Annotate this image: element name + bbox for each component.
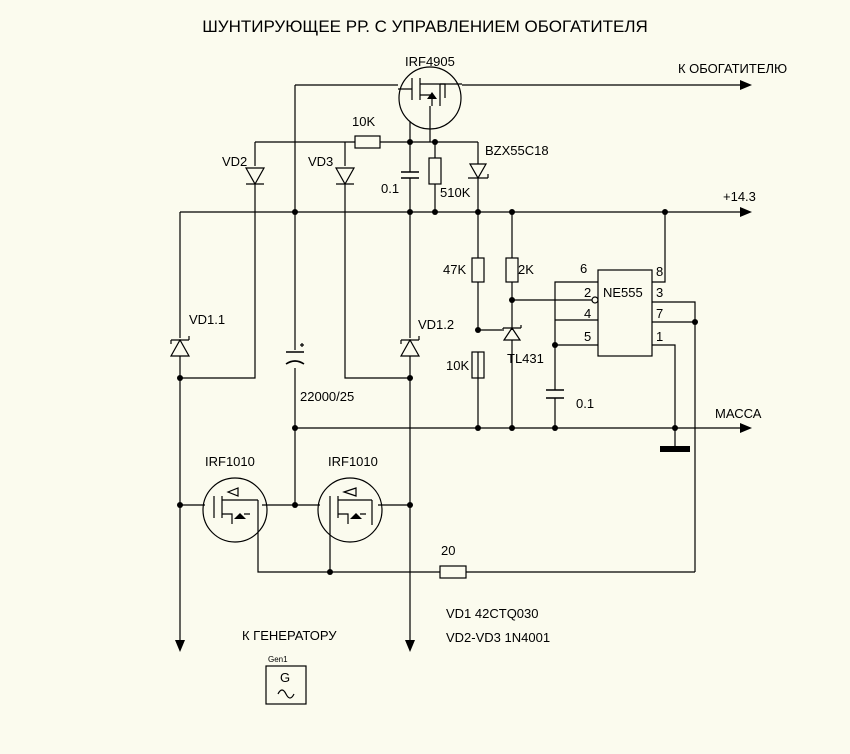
label-vd1-1: VD1.1 xyxy=(189,312,225,327)
label-pin7: 7 xyxy=(656,306,663,321)
wires xyxy=(175,80,752,652)
label-r-20: 20 xyxy=(441,543,455,558)
diode-vd1-2 xyxy=(399,336,421,357)
capacitor-01-bottom xyxy=(546,389,564,399)
label-out-exciter: К ОБОГАТИТЕЛЮ xyxy=(678,61,787,76)
label-vd3: VD3 xyxy=(308,154,333,169)
label-zener: BZX55C18 xyxy=(485,143,549,158)
mosfet-irf4905 xyxy=(398,66,462,130)
label-pin8: 8 xyxy=(656,264,663,279)
label-r-10k-bottom: 10K xyxy=(446,358,469,373)
schematic-title: ШУНТИРУЮЩЕЕ РР. С УПРАВЛЕНИЕМ ОБОГАТИТЕЛ… xyxy=(202,17,648,36)
junctions xyxy=(177,139,698,575)
mosfet-irf1010-left xyxy=(202,477,268,543)
label-pin6: 6 xyxy=(580,261,587,276)
label-vd1-2: VD1.2 xyxy=(418,317,454,332)
label-pin4: 4 xyxy=(584,306,591,321)
label-pin5: 5 xyxy=(584,329,591,344)
label-tl431: TL431 xyxy=(507,351,544,366)
label-pin3: 3 xyxy=(656,285,663,300)
label-c-01-top: 0.1 xyxy=(381,181,399,196)
label-r-47k: 47K xyxy=(443,262,466,277)
label-irf1010-right: IRF1010 xyxy=(328,454,378,469)
note-vd2-vd3: VD2-VD3 1N4001 xyxy=(446,630,550,645)
label-r-510k: 510K xyxy=(440,185,471,200)
resistor-510k xyxy=(428,157,442,185)
label-r-2k: 2K xyxy=(518,262,534,277)
resistor-20 xyxy=(439,565,467,579)
note-vd1: VD1 42CTQ030 xyxy=(446,606,539,621)
label-irf1010-left: IRF1010 xyxy=(205,454,255,469)
label-rail-plus: +14.3 xyxy=(723,189,756,204)
label-irf4905: IRF4905 xyxy=(405,54,455,69)
generator-symbol xyxy=(265,665,307,705)
ic-ne555 xyxy=(591,269,653,357)
label-c-big: 22000/25 xyxy=(300,389,354,404)
label-to-generator: К ГЕНЕРАТОРУ xyxy=(242,628,337,643)
regulator-tl431 xyxy=(502,325,522,341)
label-vd2: VD2 xyxy=(222,154,247,169)
resistor-2k xyxy=(505,257,519,283)
label-gen-letter: G xyxy=(280,670,290,685)
capacitor-22000 xyxy=(285,343,305,365)
resistor-47k xyxy=(471,257,485,283)
label-gen-ref: Gen1 xyxy=(268,655,288,664)
label-r-10k-top: 10K xyxy=(352,114,375,129)
diode-vd3 xyxy=(334,167,356,186)
label-ground: МАССА xyxy=(715,406,762,421)
label-pin1: 1 xyxy=(656,329,663,344)
diode-vd1-1 xyxy=(169,336,191,357)
zener-bzx55c18 xyxy=(468,163,489,180)
label-c-01-bottom: 0.1 xyxy=(576,396,594,411)
label-pin2: 2 xyxy=(584,285,591,300)
resistor-10k-top xyxy=(354,135,381,149)
capacitor-01-top xyxy=(401,171,419,179)
mosfet-irf1010-right xyxy=(317,477,383,543)
label-ic: NE555 xyxy=(603,285,643,300)
resistor-10k-bottom xyxy=(471,351,485,379)
diode-vd2 xyxy=(244,167,266,186)
